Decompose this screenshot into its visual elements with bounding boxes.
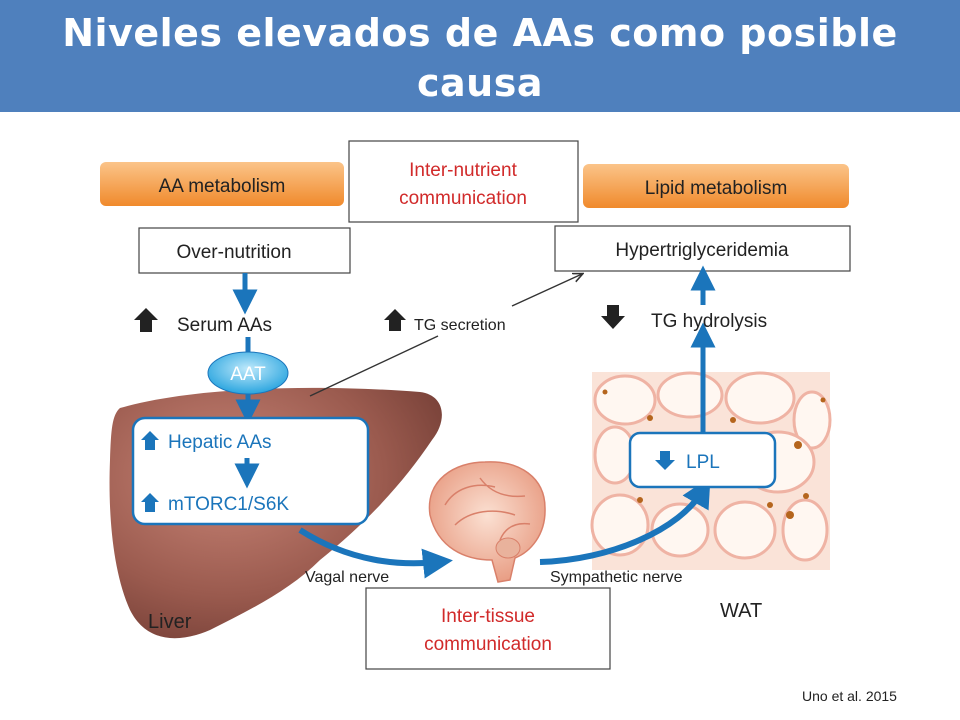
brain-image (428, 461, 546, 583)
tg-hydrolysis-label: TG hydrolysis (651, 311, 767, 332)
inter-nutrient-line-2: communication (399, 188, 527, 209)
down-arrow-icon (601, 305, 625, 329)
tg-secretion-label: TG secretion (414, 317, 506, 334)
down-arrow-icon (655, 451, 675, 470)
inter-nutrient-box: Inter-nutrient communication (348, 140, 579, 223)
title-line-1: Niveles elevados de AAs como posible cau… (62, 11, 898, 105)
tg-secretion-pointer-upper (511, 274, 582, 307)
inter-nutrient-line-1: Inter-nutrient (409, 160, 517, 181)
citation: Uno et al. 2015 (802, 688, 897, 704)
wat-label: WAT (720, 600, 762, 622)
up-arrow-icon (384, 309, 406, 331)
inter-tissue-line-2: communication (424, 634, 552, 655)
hepatic-aas-label: Hepatic AAs (168, 432, 272, 453)
up-arrow-icon (141, 431, 159, 450)
aat-transporter: AAT (207, 351, 289, 395)
over-nutrition-label: Over-nutrition (176, 242, 291, 263)
vagal-nerve-arrow (298, 527, 453, 579)
vagal-nerve-label: Vagal nerve (305, 569, 389, 586)
mtorc1-label: mTORC1/S6K (168, 494, 289, 515)
hepatic-box: Hepatic AAs mTORC1/S6K (131, 416, 370, 526)
liver-label: Liver (148, 611, 192, 633)
aat-label: AAT (230, 364, 266, 385)
inter-tissue-box: Inter-tissue communication (365, 587, 611, 670)
aa-metabolism-label: AA metabolism (159, 176, 286, 197)
slide-title: Niveles elevados de AAs como posible cau… (0, 8, 960, 158)
serum-aas-label: Serum AAs (177, 315, 272, 336)
wat-tissue-image (590, 371, 832, 570)
up-arrow-icon (134, 308, 158, 332)
inter-tissue-line-1: Inter-tissue (441, 606, 535, 627)
hypertriglyceridemia-box: Hypertriglyceridemia (554, 225, 851, 272)
aa-metabolism-header: AA metabolism (100, 162, 344, 206)
diagram: AA metabolism Lipid metabolism Inter-nut… (100, 140, 851, 670)
hypertriglyceridemia-label: Hypertriglyceridemia (615, 240, 789, 261)
lipid-metabolism-label: Lipid metabolism (645, 178, 788, 199)
lpl-label: LPL (686, 452, 720, 473)
title-bar: Niveles elevados de AAs como posible cau… (0, 0, 960, 155)
up-arrow-icon (141, 493, 159, 512)
lipid-metabolism-header: Lipid metabolism (583, 164, 849, 208)
lpl-box: LPL (628, 431, 777, 489)
sympathetic-nerve-arrow (539, 477, 711, 565)
tg-secretion-pointer (309, 335, 439, 397)
over-nutrition-box: Over-nutrition (138, 227, 351, 274)
sympathetic-nerve-label: Sympathetic nerve (550, 569, 683, 586)
